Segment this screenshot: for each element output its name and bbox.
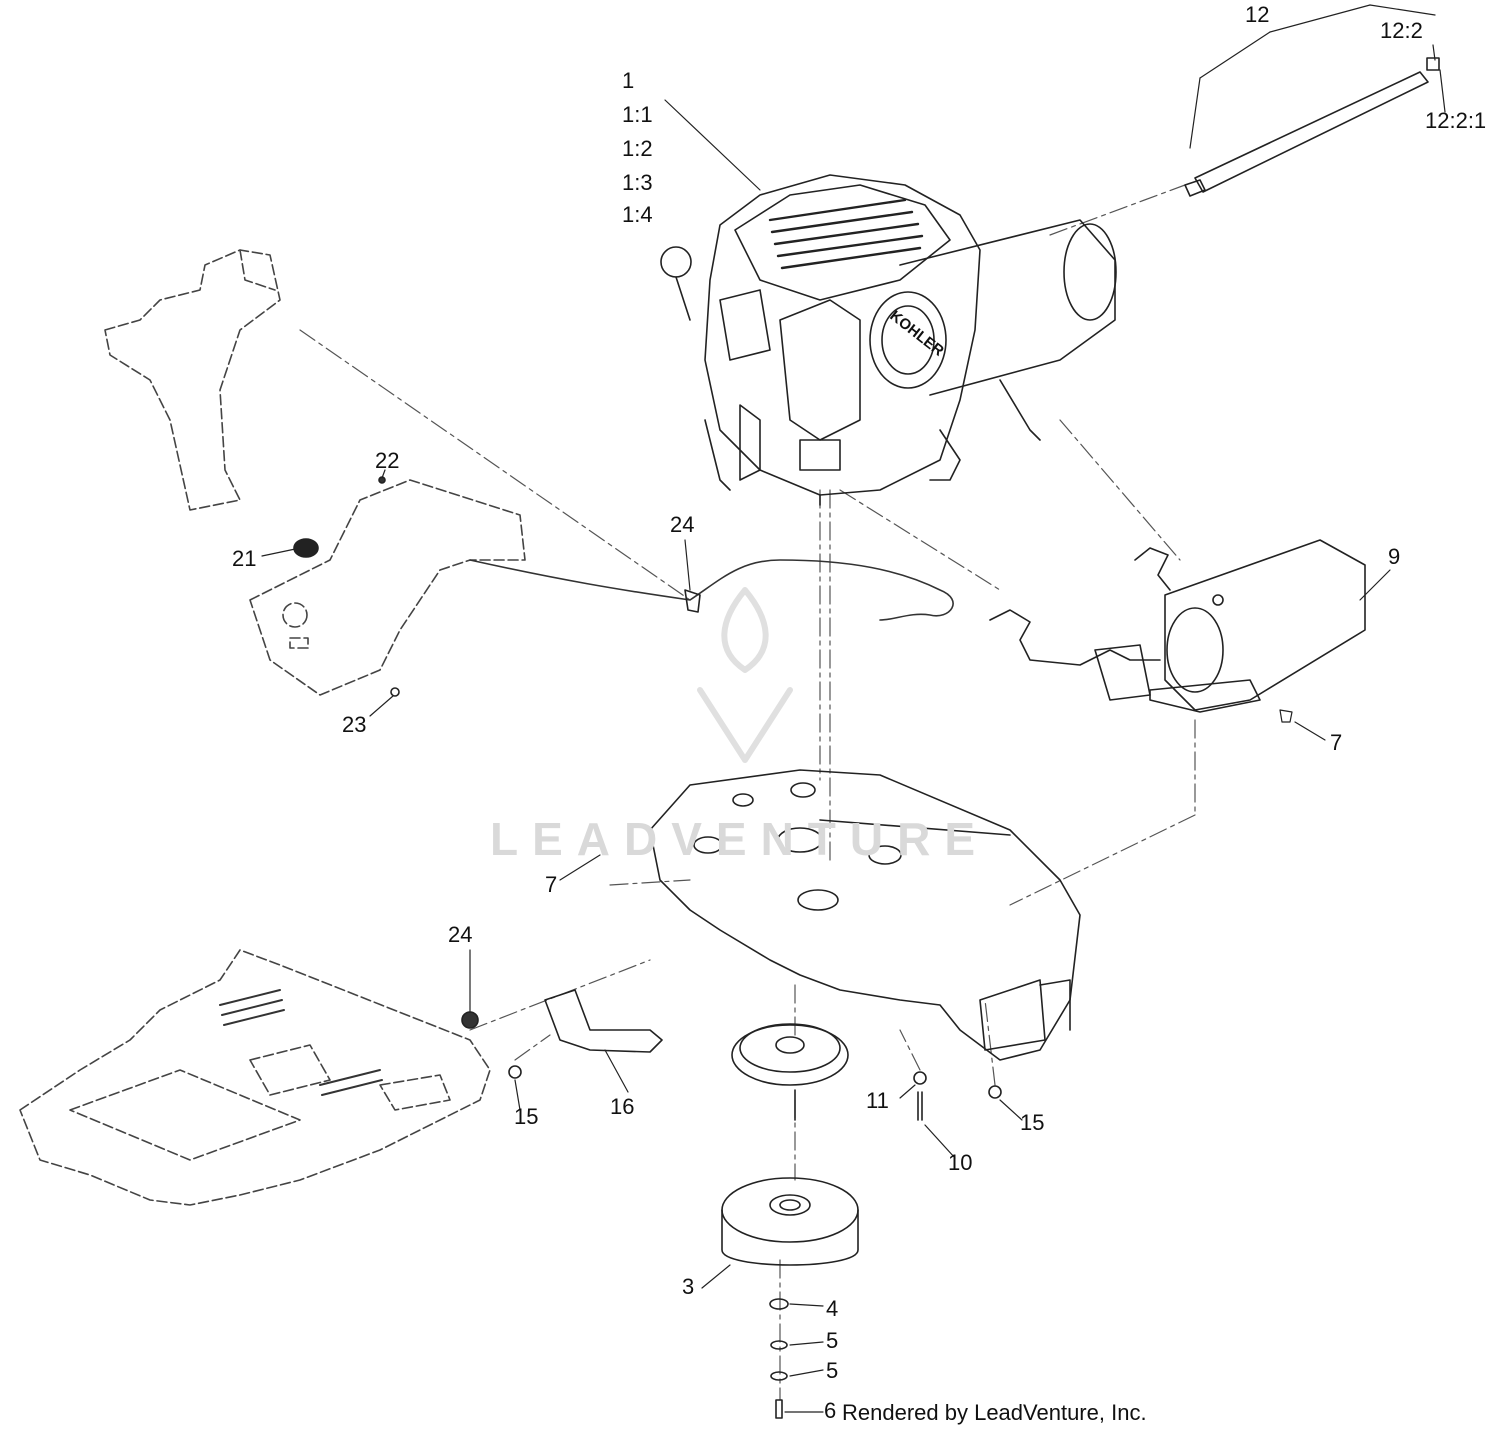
callout-5-upper: 5 bbox=[826, 1328, 839, 1353]
callout-23: 23 bbox=[342, 712, 367, 737]
callout-15-left: 15 bbox=[514, 1104, 539, 1129]
callout-15-right: 15 bbox=[1020, 1110, 1045, 1135]
throttle-cable bbox=[469, 559, 954, 621]
muffler-assembly bbox=[989, 539, 1366, 723]
callout-12: 12 bbox=[1245, 2, 1270, 27]
callout-24-cable: 24 bbox=[670, 512, 695, 537]
callout-21: 21 bbox=[232, 546, 257, 571]
callout-12-2-1: 12:2:1 bbox=[1425, 108, 1487, 133]
callout-16: 16 bbox=[610, 1094, 635, 1119]
callout-1-3: 1:3 bbox=[622, 170, 653, 195]
footer-credit: Rendered by LeadVenture, Inc. bbox=[842, 1400, 1147, 1425]
watermark-text: LEADVENTURE bbox=[490, 813, 990, 865]
control-panel-bracket bbox=[104, 249, 281, 511]
callout-22: 22 bbox=[375, 448, 400, 473]
callout-10: 10 bbox=[948, 1150, 973, 1175]
clutch-assembly bbox=[721, 1177, 859, 1266]
callout-7-right: 7 bbox=[1330, 730, 1343, 755]
callout-24-pan: 24 bbox=[448, 922, 473, 947]
callout-leaders bbox=[261, 4, 1446, 1413]
fastener-24 bbox=[461, 1011, 479, 1029]
callout-5-lower: 5 bbox=[826, 1358, 839, 1383]
callout-9: 9 bbox=[1388, 544, 1401, 569]
callout-7-left: 7 bbox=[545, 872, 558, 897]
callout-11: 11 bbox=[866, 1088, 889, 1113]
nut-23 bbox=[390, 687, 400, 697]
connection-lines bbox=[299, 184, 1196, 1401]
dash-panel bbox=[249, 479, 526, 696]
floor-pan-vents bbox=[219, 989, 383, 1096]
engine-assembly bbox=[660, 174, 1117, 506]
callout-1-2: 1:2 bbox=[622, 136, 653, 161]
key-knob bbox=[293, 538, 319, 558]
watermark-logo bbox=[697, 587, 793, 763]
fuel-line bbox=[1184, 57, 1440, 197]
floor-pan bbox=[19, 949, 491, 1206]
cable-clip bbox=[684, 589, 701, 613]
callout-4: 4 bbox=[826, 1296, 839, 1321]
callout-3: 3 bbox=[682, 1274, 695, 1299]
belt-guard bbox=[544, 989, 663, 1053]
callout-6: 6 bbox=[824, 1398, 837, 1423]
callout-1-1: 1:1 bbox=[622, 102, 653, 127]
pulley bbox=[731, 1023, 849, 1121]
callout-12-2: 12:2 bbox=[1380, 18, 1423, 43]
washers bbox=[769, 1298, 789, 1419]
callout-1: 1 bbox=[622, 68, 635, 93]
deck-plate bbox=[649, 769, 1081, 1061]
callout-1-4: 1:4 bbox=[622, 202, 653, 227]
hardware bbox=[508, 1065, 1002, 1121]
